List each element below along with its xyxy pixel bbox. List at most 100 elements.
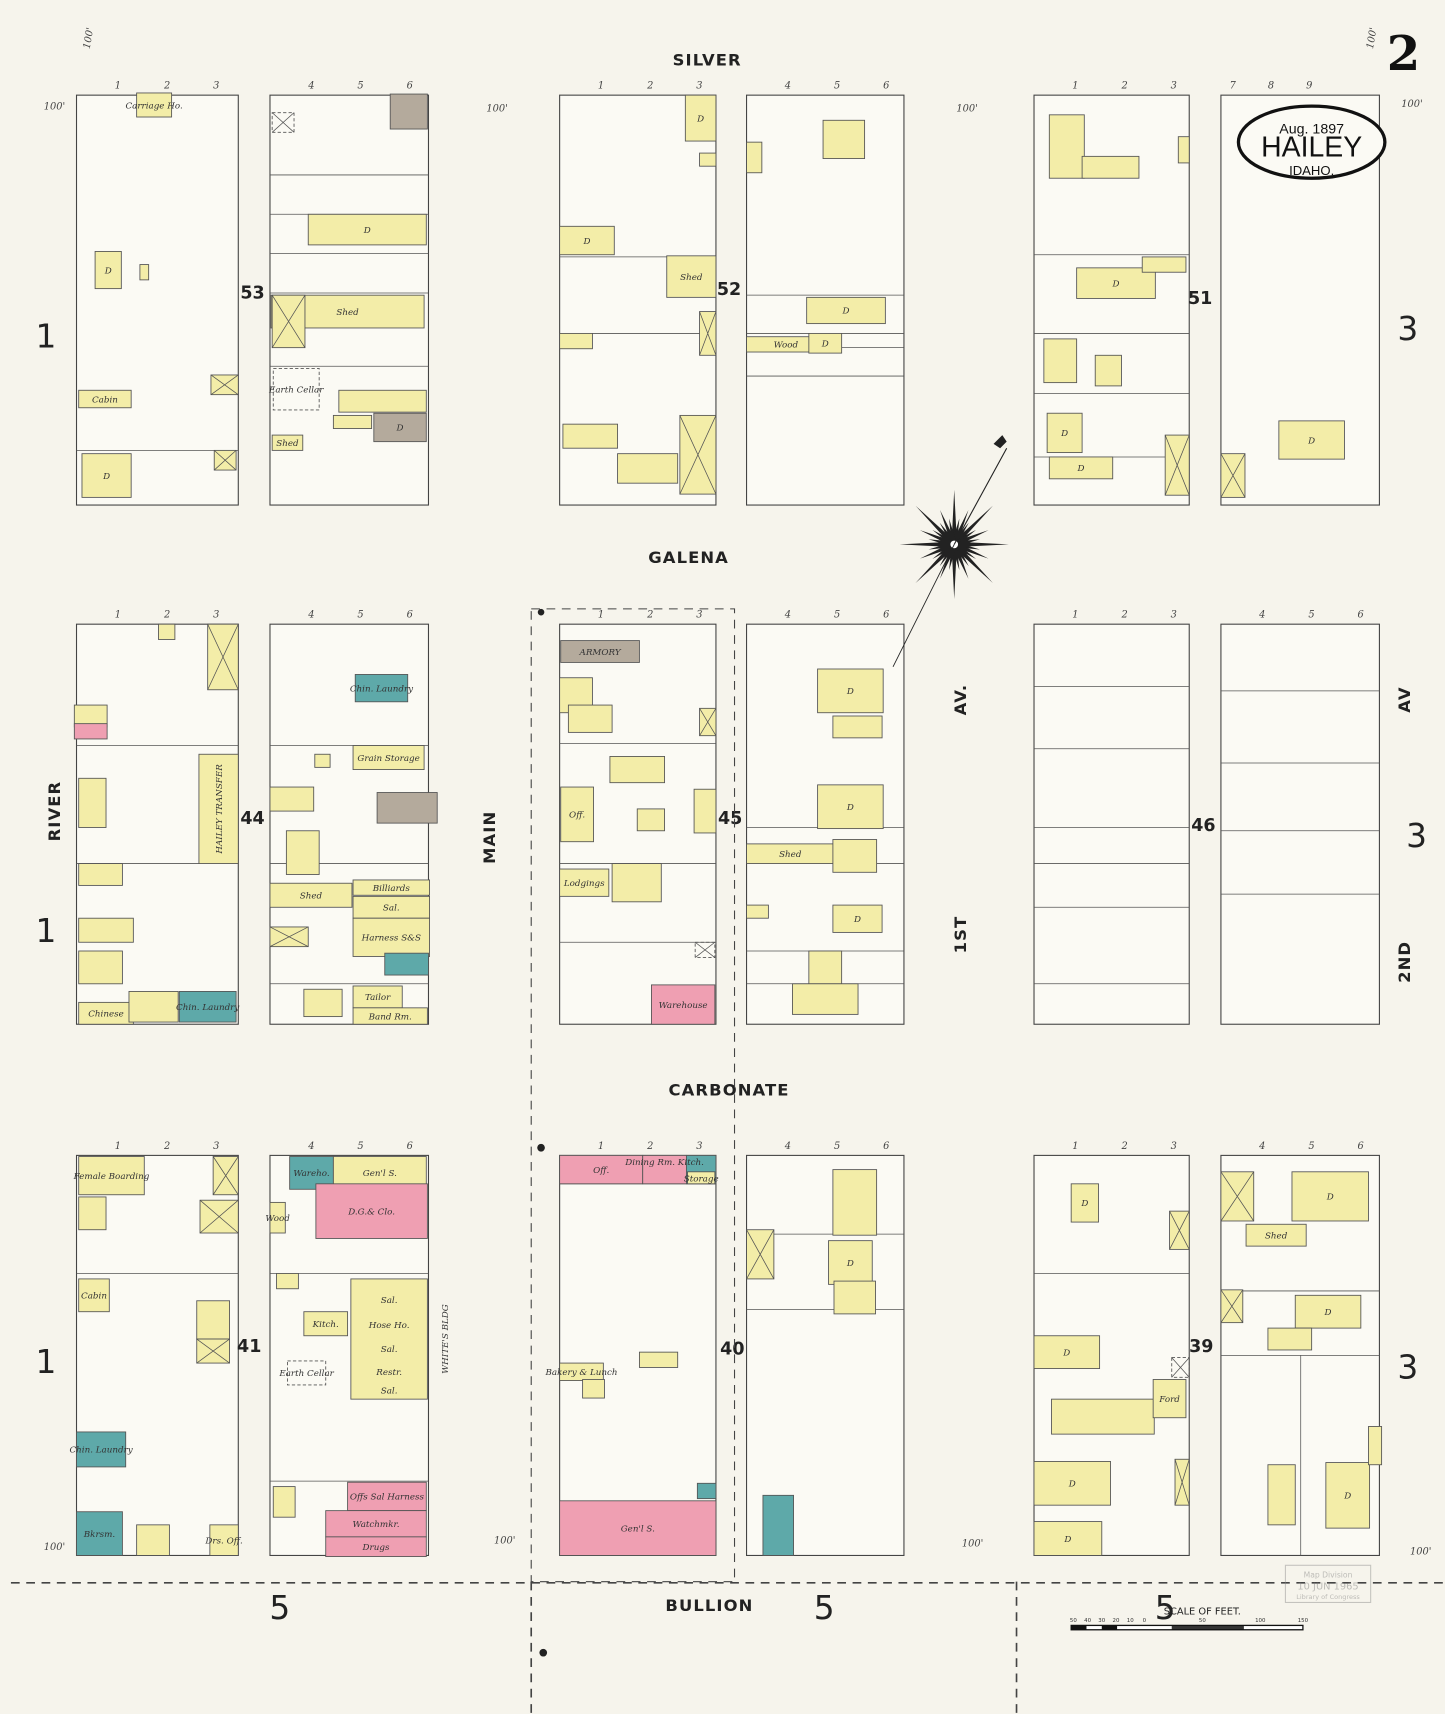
lot-number: 3 [1171,81,1177,92]
building-footprint [693,788,717,834]
building-label: D [846,687,854,697]
building [269,1201,286,1234]
compass-point [919,530,956,547]
outbuilding-x-mark [199,1199,239,1234]
building-label: ARMORY [579,648,622,658]
lot-number: 1 [1072,81,1078,92]
building-footprint [307,213,427,246]
building [638,1351,679,1368]
outbuilding-x-mark [699,708,717,736]
building-footprint [350,1278,428,1400]
building-footprint [817,668,884,714]
block-number: 45 [718,809,742,829]
building [746,1229,775,1280]
building [684,94,717,142]
sheet-ref-east[interactable]: 3 [1397,1348,1418,1386]
block-outline [75,94,239,506]
building-footprint [609,756,666,784]
lot-number: 6 [407,81,413,92]
building-footprint [78,863,123,886]
outbuilding-x-mark [694,941,716,958]
building-label: Sal. [383,904,400,914]
building-footprint [1046,412,1083,454]
fire-limit-boundary [530,608,736,1583]
lot-number: 4 [784,610,791,621]
building [285,830,320,875]
building-label: Chin. Laundry [69,1446,133,1456]
building [272,1486,296,1518]
building [1169,1210,1190,1250]
building [352,879,431,896]
building-label: Band Rm. [368,1012,412,1022]
sheet-ref-east[interactable]: 3 [1397,310,1418,348]
building-label: D [1060,429,1068,439]
building-label: Gen'l S. [621,1524,655,1534]
building [271,434,304,451]
building-footprint [325,1510,427,1538]
building [128,991,179,1023]
sheet-ref-west[interactable]: 1 [35,318,56,356]
building [1094,354,1122,387]
building [315,1183,428,1239]
sheet-ref-west[interactable]: 1 [35,1343,56,1381]
outbuilding-x-mark [207,624,239,690]
sheet-ref-east[interactable]: 3 [1406,817,1427,855]
sheet-ref-south[interactable]: 5 [814,1589,835,1627]
building-footprint [1245,1223,1307,1247]
building [78,1156,145,1196]
building-footprint [582,1379,605,1399]
sheet-ref-south[interactable]: 5 [1155,1589,1176,1627]
building-label: Shed [336,308,359,318]
compass-point [951,489,957,545]
sheet-ref-west[interactable]: 1 [35,912,56,950]
building-footprint [209,1524,239,1556]
outbuilding-x-mark [679,415,717,495]
scale-tick-label: 100 [1255,1618,1266,1624]
building-footprint [832,715,883,739]
lot-number: 1 [598,610,604,621]
building-label: Harness S&S [361,934,421,944]
sheet-ref-south[interactable]: 5 [269,1589,290,1627]
building-footprint [376,792,438,824]
building [696,1482,717,1500]
building-label: Sal. [381,1345,398,1355]
building [78,950,123,985]
building [178,991,237,1023]
building [314,753,331,768]
lot-number: 5 [1308,610,1314,621]
building-footprint [1152,1379,1187,1419]
outbuilding-x-mark [699,311,717,356]
lot-number: 2 [646,81,653,92]
lot-number: 6 [1358,1141,1364,1152]
building [679,414,717,495]
building [354,674,409,703]
building-footprint [1171,1357,1190,1378]
building [352,1007,428,1025]
building-label: Wood [265,1214,290,1224]
building-footprint [1048,114,1085,179]
building-footprint [325,1536,427,1557]
building-footprint [373,412,427,443]
building-footprint [332,414,373,429]
building [209,1524,239,1556]
dimension-label: 100' [1365,27,1380,50]
compass-point [953,541,989,559]
building-footprint [78,1278,110,1313]
building-label: Warehouse [659,1001,708,1011]
building [1141,256,1187,273]
building [694,941,716,958]
building-footprint [560,640,640,663]
building [376,792,438,824]
building-label: Storage [684,1175,719,1185]
building-footprint [559,225,615,256]
building-footprint [1294,1294,1362,1329]
building-label: Shed [276,439,299,449]
building-footprint [338,389,427,413]
building [1368,1426,1383,1466]
building [373,412,427,443]
building-footprint [128,991,179,1023]
dimension-label: 100' [44,1542,65,1553]
building-footprint [1076,267,1156,299]
